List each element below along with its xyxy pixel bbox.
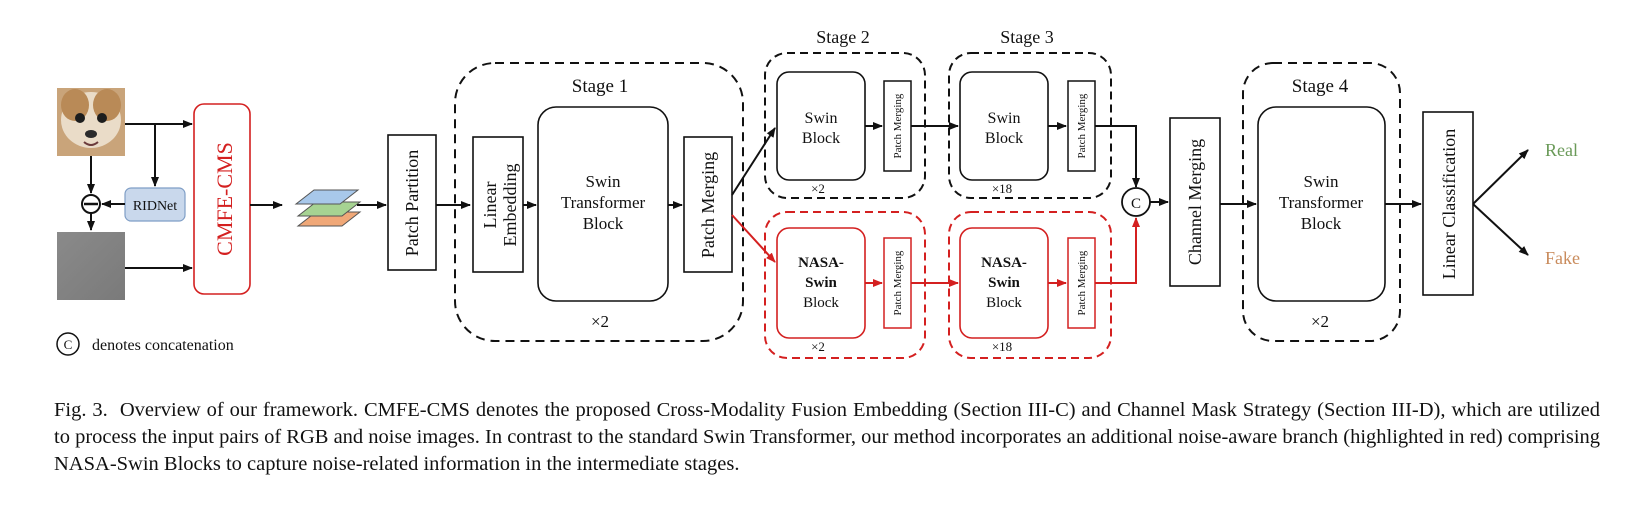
arrow-to-stage2-nasa bbox=[731, 214, 776, 263]
stage2-patch-merging-label: Patch Merging bbox=[892, 93, 904, 158]
stage4-label: Stage 4 bbox=[1292, 76, 1349, 97]
stage2-swin-label-line1: Swin bbox=[805, 110, 838, 127]
input-connectors bbox=[87, 120, 193, 272]
stage2-nasa-repeat-label: ×2 bbox=[811, 339, 825, 354]
arrow-stage3-nasa-to-concat bbox=[1095, 217, 1140, 284]
stage3-nasa-label-line2: Swin bbox=[988, 275, 1020, 291]
arrow-to-stage2-swin bbox=[731, 127, 776, 196]
concat-symbol-letter: C bbox=[1131, 196, 1141, 212]
stage4-swin-label-line1: Swin bbox=[1304, 172, 1339, 191]
stage3-nasa-patch-merging-label: Patch Merging bbox=[1076, 250, 1088, 315]
feature-layers-icon bbox=[294, 189, 362, 227]
arrow-stage3-to-concat bbox=[1095, 125, 1140, 188]
concat-symbol: C bbox=[1121, 187, 1151, 217]
stage3-nasa-label-line3: Block bbox=[986, 295, 1022, 311]
stage3-repeat-label: ×18 bbox=[992, 181, 1012, 196]
patch-partition-box bbox=[387, 134, 437, 271]
stage2-swin-label-line2: Block bbox=[802, 130, 840, 147]
stage2-nasa-label-line2: Swin bbox=[805, 275, 837, 291]
stage3-nasa-repeat-label: ×18 bbox=[992, 339, 1012, 354]
stage3-swin-label-line2: Block bbox=[985, 130, 1023, 147]
stage3-nasa-patch-merging-box bbox=[1067, 237, 1096, 329]
noise-input-image bbox=[57, 232, 125, 300]
linear-classification-box bbox=[1422, 111, 1474, 296]
stage3-label: Stage 3 bbox=[1000, 27, 1054, 47]
stage3-nasa-frame bbox=[948, 211, 1112, 359]
patch-partition-label: Patch Partition bbox=[402, 150, 422, 257]
concat-legend-symbol: C bbox=[64, 337, 73, 352]
stage4-swin-label-line2: Transformer bbox=[1279, 193, 1364, 212]
stage2-nasa-frame bbox=[764, 211, 926, 359]
cmfe-cms-box bbox=[193, 103, 251, 295]
stage4-swin-label-line3: Block bbox=[1301, 214, 1342, 233]
stage3-patch-merging-box bbox=[1067, 80, 1096, 172]
cmfe-cms-label: CMFE-CMS bbox=[212, 142, 237, 256]
stage1-label: Stage 1 bbox=[572, 76, 628, 97]
stage1-swin-label-line1: Swin bbox=[586, 172, 621, 191]
linear-classification-label: Linear Classification bbox=[1439, 129, 1459, 279]
concat-legend: C denotes concatenation bbox=[56, 332, 234, 356]
linear-embedding-label-line2: Embedding bbox=[500, 164, 520, 247]
stage3-swin-label-line1: Swin bbox=[988, 110, 1021, 127]
stage1-repeat-label: ×2 bbox=[591, 312, 609, 331]
ridnet-label: RIDNet bbox=[133, 199, 177, 214]
rgb-input-image bbox=[57, 88, 125, 156]
linear-embedding-box bbox=[472, 136, 524, 273]
stage4-repeat-label: ×2 bbox=[1311, 312, 1329, 331]
arrow-to-fake bbox=[1472, 203, 1529, 256]
figure-label: Fig. 3. bbox=[54, 399, 108, 421]
subtract-symbol bbox=[81, 194, 101, 214]
stage3-nasa-label-line1: NASA- bbox=[981, 255, 1027, 271]
framework-diagram: RIDNet CMFE-CMS Patch Partition Stage 1 … bbox=[56, 27, 1580, 359]
stage1-patch-merging-label: Patch Merging bbox=[698, 152, 718, 258]
stage1-patch-merging-box bbox=[683, 136, 733, 273]
stage2-label: Stage 2 bbox=[816, 27, 870, 47]
output-fake-label: Fake bbox=[1545, 248, 1580, 268]
figure-caption-text: Overview of our framework. CMFE-CMS deno… bbox=[54, 399, 1601, 475]
stage4-frame bbox=[1242, 62, 1401, 342]
stage1-swin-label-line2: Transformer bbox=[561, 193, 646, 212]
stage2-nasa-patch-merging-label: Patch Merging bbox=[892, 250, 904, 315]
stage1-frame bbox=[454, 62, 744, 342]
channel-merging-box bbox=[1169, 117, 1221, 287]
channel-merging-label: Channel Merging bbox=[1185, 139, 1205, 265]
stage2-nasa-label-line3: Block bbox=[803, 295, 839, 311]
linear-embedding-label-line1: Linear bbox=[480, 182, 500, 229]
stage2-nasa-patch-merging-box bbox=[883, 237, 912, 329]
figure-caption: Fig. 3.Overview of our framework. CMFE-C… bbox=[54, 397, 1600, 478]
concat-legend-text: denotes concatenation bbox=[92, 337, 234, 354]
stage2-nasa-label-line1: NASA- bbox=[798, 255, 844, 271]
stage2-repeat-label: ×2 bbox=[811, 181, 825, 196]
arrow-to-real bbox=[1472, 149, 1529, 205]
output-real-label: Real bbox=[1545, 140, 1578, 160]
stage3-patch-merging-label: Patch Merging bbox=[1076, 93, 1088, 158]
stage1-swin-label-line3: Block bbox=[583, 214, 624, 233]
